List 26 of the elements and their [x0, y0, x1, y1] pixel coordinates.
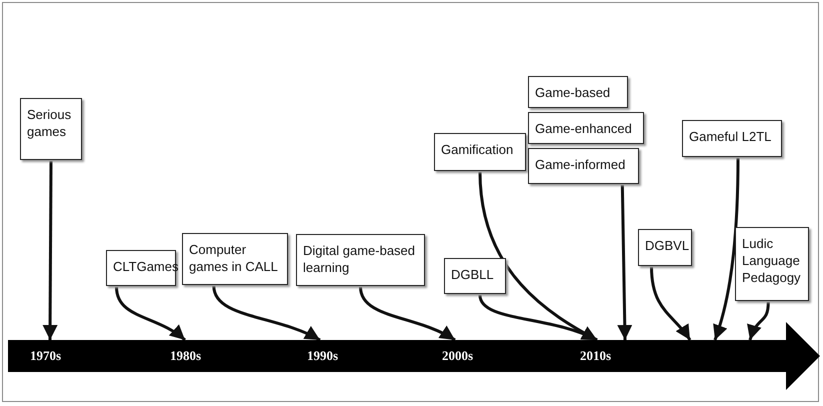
arrow	[42, 161, 58, 340]
concept-box: Serious games	[20, 98, 82, 160]
concept-box: DGBVL	[638, 229, 692, 266]
concept-box: Computer games in CALL	[182, 233, 288, 285]
concept-box: Ludic Language Pedagogy	[735, 227, 809, 301]
concept-box: Gamification	[434, 133, 526, 171]
decade-label: 1980s	[170, 349, 202, 363]
timeline-arrow	[8, 322, 820, 390]
concept-box: Game-based	[528, 76, 628, 108]
decade-label: 1970s	[30, 349, 62, 363]
concept-box: Game-enhanced	[528, 112, 644, 144]
arrow	[650, 266, 692, 341]
decade-label: 1990s	[307, 349, 338, 363]
concept-box: Digital game-based learning	[296, 234, 425, 286]
arrow	[617, 184, 632, 340]
arrow	[748, 302, 770, 340]
concept-box: DGBLL	[444, 258, 506, 294]
concept-box: Game-informed	[528, 148, 639, 184]
arrow	[212, 286, 321, 342]
arrow	[115, 286, 186, 342]
concept-box: Gameful L2TL	[682, 120, 782, 157]
decade-label: 2010s	[580, 349, 612, 363]
arrow	[478, 172, 598, 342]
decade-label: 2000s	[442, 349, 474, 363]
arrow	[359, 286, 456, 342]
arrow	[712, 158, 740, 340]
